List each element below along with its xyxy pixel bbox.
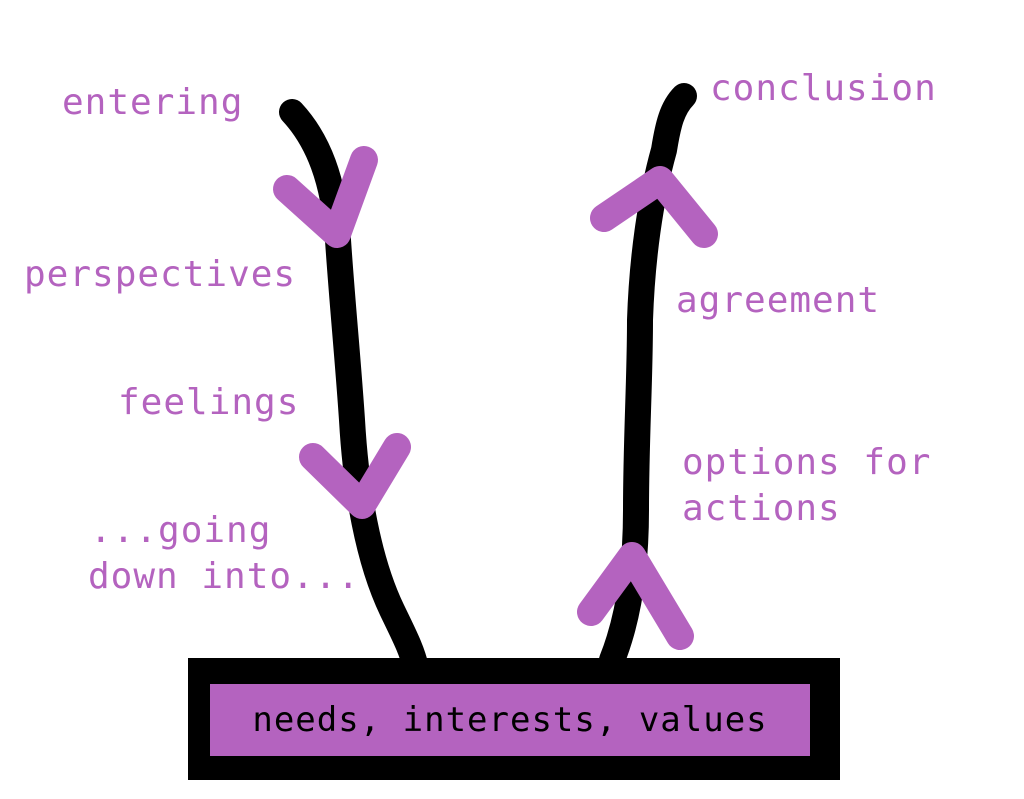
left-descent-path [279, 99, 429, 681]
label-perspectives-text: perspectives [24, 254, 297, 295]
down-arrow-lower-icon [299, 433, 411, 519]
label-going-line: ...going [90, 510, 272, 551]
up-arrow-upper-icon [590, 166, 718, 248]
label-actions-line: actions [682, 488, 841, 529]
label-options-for-line: options for [682, 442, 932, 483]
label-agreement: agreement [676, 278, 880, 324]
label-conclusion-text: conclusion [710, 68, 937, 109]
label-conclusion: conclusion [710, 66, 937, 112]
label-going-down-into: ...going down into... [88, 508, 360, 600]
down-arrow-upper-icon [273, 146, 378, 248]
label-feelings: feelings [118, 380, 299, 426]
foundation-box: needs, interests, values [188, 658, 840, 780]
label-agreement-text: agreement [676, 280, 881, 321]
label-options-for-actions: options for actions [682, 440, 931, 532]
up-arrow-lower-icon [577, 542, 694, 650]
label-perspectives: perspectives [24, 252, 296, 298]
label-entering: entering [62, 80, 243, 126]
label-entering-text: entering [62, 82, 244, 123]
foundation-label: needs, interests, values [252, 700, 768, 740]
label-feelings-text: feelings [118, 382, 300, 423]
label-down-into-line: down into... [88, 556, 361, 597]
foundation-label-panel: needs, interests, values [210, 684, 810, 756]
